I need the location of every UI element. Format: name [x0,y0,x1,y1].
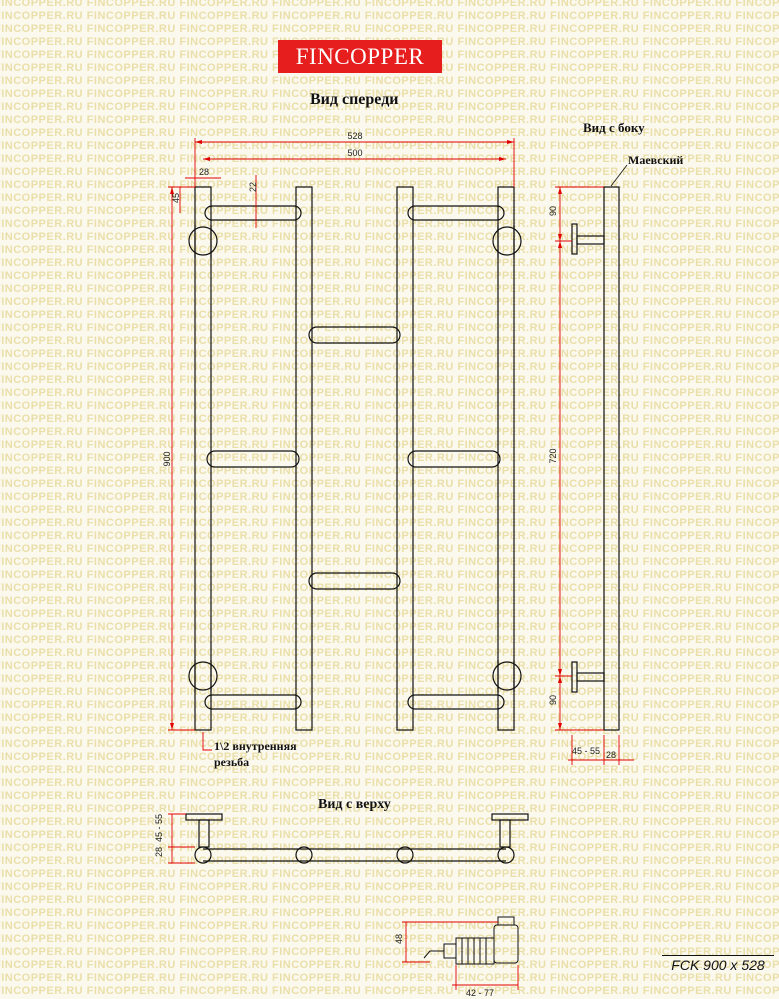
top-bracket-rod [499,819,511,848]
watermark-row: FINCOPPER.RU FINCOPPER.RU FINCOPPER.RU F… [0,764,779,776]
dim-720: 720 [548,448,558,463]
watermark-row: FINCOPPER.RU FINCOPPER.RU FINCOPPER.RU F… [0,907,779,919]
watermark-row: FINCOPPER.RU FINCOPPER.RU FINCOPPER.RU F… [0,972,779,984]
top-bracket-rod [198,819,210,848]
dim-90-top: 90 [548,206,558,216]
watermark-row: FINCOPPER.RU FINCOPPER.RU FINCOPPER.RU F… [0,101,779,113]
bracket-flange [188,226,218,256]
model-name: FCK 900 x 528 [671,957,765,973]
watermark-row: FINCOPPER.RU FINCOPPER.RU FINCOPPER.RU F… [0,946,779,958]
dim-28-front: 28 [199,167,209,177]
rung [206,450,300,468]
rung [407,694,505,710]
front-inner-left-pipe [295,186,313,731]
watermark-row: FINCOPPER.RU FINCOPPER.RU FINCOPPER.RU F… [0,920,779,932]
top-pipe [497,846,515,864]
watermark-row: FINCOPPER.RU FINCOPPER.RU FINCOPPER.RU F… [0,842,779,854]
top-view-title: Вид с верху [318,797,391,812]
side-pipe [603,186,620,731]
watermark-row: FINCOPPER.RU FINCOPPER.RU FINCOPPER.RU F… [0,75,779,87]
top-view-drawing [185,813,529,864]
heater-cable [423,950,444,959]
heater-cap [497,916,515,926]
rung [204,694,302,710]
dim-42-77: 42 - 77 [466,988,494,998]
dim-48: 48 [394,934,404,944]
front-right-pipe [497,186,515,731]
front-brackets [188,225,522,692]
rung [308,572,401,590]
dim-90-bottom: 90 [548,695,558,705]
front-rungs [204,205,505,710]
bracket-flange [492,226,522,256]
heater-drawing [423,916,519,965]
watermark-row: FINCOPPER.RU FINCOPPER.RU FINCOPPER.RU F… [0,114,779,126]
side-wall-plate [571,661,578,693]
watermark-row: FINCOPPER.RU FINCOPPER.RU FINCOPPER.RU F… [0,959,779,971]
side-view-title: Вид с боку [583,120,645,135]
dimension-arrows [170,140,562,730]
dim-45-55-top: 45 - 55 [154,814,164,842]
dim-28-top: 28 [154,847,164,857]
rung [407,205,505,221]
watermark-row: FINCOPPER.RU FINCOPPER.RU FINCOPPER.RU F… [0,10,779,22]
watermark-row: FINCOPPER.RU FINCOPPER.RU FINCOPPER.RU F… [0,23,779,35]
watermark-row: FINCOPPER.RU FINCOPPER.RU FINCOPPER.RU F… [0,0,779,9]
watermark-row: FINCOPPER.RU FINCOPPER.RU FINCOPPER.RU F… [0,738,779,750]
heater-body [493,924,519,964]
top-wall-plate [491,813,529,821]
top-pipe [194,846,212,864]
side-view-drawing [571,164,628,731]
side-bracket-rod [576,235,605,245]
model-label: FCK 900 x 528 [662,955,774,974]
side-wall-plate [571,223,578,255]
heater-plug [443,943,457,959]
watermark-row: FINCOPPER.RU FINCOPPER.RU FINCOPPER.RU F… [0,88,779,100]
dim-45: 45 [171,193,181,203]
rung [308,326,401,344]
top-pipe [295,846,313,864]
rung [204,205,302,221]
watermark-row: FINCOPPER.RU FINCOPPER.RU FINCOPPER.RU F… [0,881,779,893]
valve-label: Маевский [628,153,683,167]
watermark-row: FINCOPPER.RU FINCOPPER.RU FINCOPPER.RU F… [0,829,779,841]
dim-500: 500 [347,148,362,158]
watermark-row: FINCOPPER.RU FINCOPPER.RU FINCOPPER.RU F… [0,790,779,802]
front-view-title: Вид спереди [310,91,399,108]
dim-900: 900 [162,451,172,466]
top-wall-plate [185,813,223,821]
watermark-row: FINCOPPER.RU FINCOPPER.RU FINCOPPER.RU F… [0,868,779,880]
front-inner-right-pipe [396,186,414,731]
bracket-flange [188,661,218,691]
front-left-pipe [194,186,212,731]
brand-logo: FINCOPPER [278,40,442,73]
thread-note-line2: резьба [214,755,249,769]
watermark-row: FINCOPPER.RU FINCOPPER.RU FINCOPPER.RU F… [0,127,779,139]
dim-22: 22 [248,182,258,192]
watermark-row: FINCOPPER.RU FINCOPPER.RU FINCOPPER.RU F… [0,933,779,945]
front-frame [194,186,515,731]
bracket-flange [492,661,522,691]
side-bracket-rod [576,672,605,682]
dim-28-side: 28 [606,750,616,760]
top-pipe [396,846,414,864]
dimension-lines [168,138,634,990]
watermark-row: FINCOPPER.RU FINCOPPER.RU FINCOPPER.RU F… [0,985,779,997]
brand-name: FINCOPPER [295,43,425,69]
watermark-row: FINCOPPER.RU FINCOPPER.RU FINCOPPER.RU F… [0,777,779,789]
dim-528: 528 [347,131,362,141]
thread-note-line1: 1\2 внутренняя [214,739,297,753]
watermark-row: FINCOPPER.RU FINCOPPER.RU FINCOPPER.RU F… [0,894,779,906]
watermark-row: FINCOPPER.RU FINCOPPER.RU FINCOPPER.RU F… [0,816,779,828]
watermark-row: FINCOPPER.RU FINCOPPER.RU FINCOPPER.RU F… [0,803,779,815]
rung [407,450,501,468]
dim-45-55-side: 45 - 55 [572,746,600,756]
